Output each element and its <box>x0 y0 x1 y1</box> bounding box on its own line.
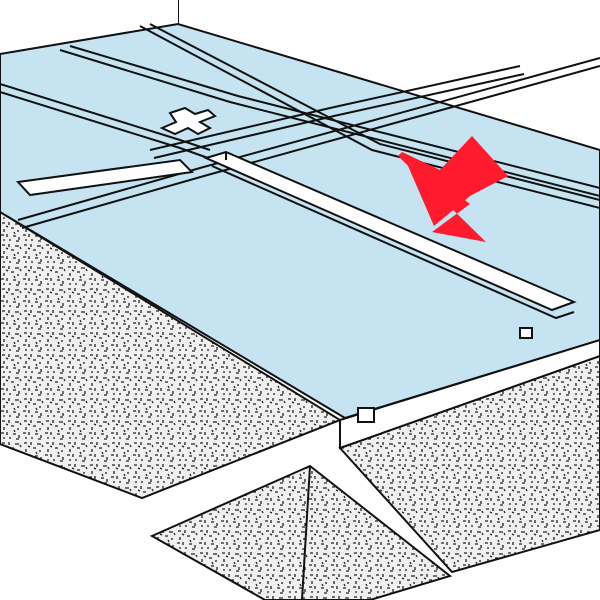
stone-area-bottom <box>149 464 453 600</box>
channel-left <box>15 158 195 197</box>
stone-area-left <box>0 210 343 500</box>
stone-ramp-right <box>339 338 600 450</box>
drainage-channel <box>203 150 577 320</box>
joint-box <box>357 407 375 423</box>
joint-box <box>519 327 533 339</box>
arrow-icon-body <box>402 136 508 226</box>
cross-joint-icon <box>159 106 217 136</box>
